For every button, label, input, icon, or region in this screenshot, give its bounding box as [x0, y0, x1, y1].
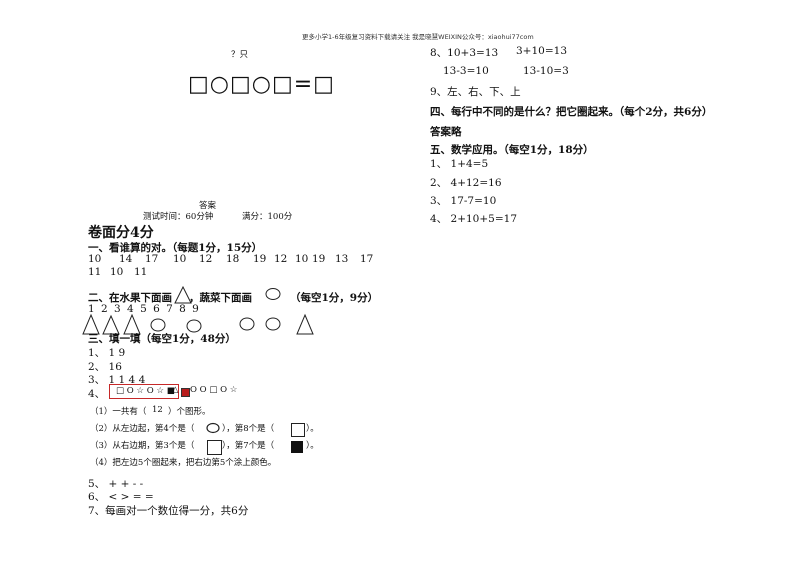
answer-cell: 13 — [335, 253, 349, 265]
section3-line6: 6、 < > = = — [88, 491, 154, 503]
answer-8a: 8、10+3=13 — [430, 47, 499, 59]
sub3-middle: ），第7个是（ — [222, 441, 275, 451]
sub2-prefix: （2）从左边起，第4个是（ — [90, 424, 195, 434]
sequence-triangle: △ — [172, 385, 179, 395]
red-square-icon — [181, 388, 190, 397]
section3-title: 三、填一填（每空1分，48分） — [88, 333, 236, 345]
section2-title-b: ，蔬菜下面画 — [189, 292, 252, 304]
circle-icon — [186, 319, 202, 333]
answer-cell: 18 — [226, 253, 240, 265]
answer-8c: 13-3=10 — [443, 65, 489, 77]
section5-answer1: 1、 1+4=5 — [430, 158, 489, 170]
answer-cell: 17 — [360, 253, 374, 265]
section4-title: 四、每行中不同的是什么？把它圈起来。（每个2分，共6分） — [430, 106, 713, 118]
triangle-icon — [123, 313, 141, 335]
section2-title-c: （每空1分，9分） — [290, 292, 379, 304]
answer-cell: 19 — [253, 253, 267, 265]
answer-8d: 13-10=3 — [523, 65, 569, 77]
test-time: 测试时间：60分钟 — [143, 212, 214, 222]
section3-line3: 3、 1 1 4 4 — [88, 374, 146, 386]
triangle-icon — [82, 313, 100, 335]
circle-icon — [265, 317, 281, 331]
square-icon — [207, 440, 222, 455]
answer-cell: 10 — [295, 253, 309, 265]
section5-answer3: 3、 17-7=10 — [430, 195, 497, 207]
section5-answer2: 2、 4+12=16 — [430, 177, 502, 189]
answer-cell: 12 — [274, 253, 288, 265]
sub2-middle: ），第8个是（ — [222, 424, 275, 434]
answer-8b: 3+10=13 — [516, 45, 567, 57]
answer-9: 9、左、右、下、上 — [430, 86, 521, 98]
circle-icon — [206, 422, 220, 434]
section2-title-a: 二、在水果下面画 — [88, 292, 172, 304]
sub4-text: （4）把左边5个圈起来，把右边第5个涂上颜色。 — [90, 458, 277, 468]
section3-line5: 5、 + + - - — [88, 478, 144, 490]
section1-title: 一、看谁算的对。（每题1分，15分） — [88, 242, 263, 254]
triangle-icon — [296, 313, 314, 335]
full-score: 满分：100分 — [242, 212, 293, 222]
section2-digits: 1 2 3 4 5 6 7 8 9 — [88, 303, 199, 315]
neatness-score: 卷面分4分 — [88, 225, 154, 241]
triangle-icon — [174, 286, 192, 304]
section4-answer: 答案略 — [430, 126, 462, 138]
answer-cell: 10 — [88, 253, 102, 265]
boxed-sequence: □ O ☆ O ☆ ■ — [109, 384, 179, 399]
answer-cell: 10 — [110, 266, 124, 278]
section5-title: 五、数学应用。（每空1分，18分） — [430, 144, 594, 156]
page-header: 更多小学1-6年级复习资料下载请关注 我是晓慧WEIXIN公众号：xiaohui… — [302, 33, 534, 41]
triangle-icon — [102, 314, 120, 335]
circle-icon — [265, 288, 281, 300]
answer-cell: 19 — [312, 253, 326, 265]
sub1-suffix: ）个图形。 — [168, 407, 211, 417]
sub2-suffix: ）。 — [306, 424, 319, 434]
section3-line2: 2、 16 — [88, 361, 122, 373]
sub1-value: 12 — [152, 405, 163, 415]
question-unit: ？只 — [231, 50, 249, 60]
answer-cell: 11 — [134, 266, 148, 278]
section5-answer4: 4、 2+10+5=17 — [430, 213, 517, 225]
sequence-tail: O O □ O ☆ — [190, 385, 238, 395]
section3-line7: 7、每画对一个数位得一分，共6分 — [88, 505, 249, 517]
square-icon — [291, 423, 305, 437]
answer-cell: 10 — [173, 253, 187, 265]
circle-icon — [150, 318, 166, 332]
section3-line4: 4、 — [88, 388, 106, 400]
sub3-suffix: ）。 — [306, 441, 319, 451]
sub3-prefix: （3）从右边期，第3个是（ — [90, 441, 195, 451]
shape-equation: □○□○□=□ — [188, 72, 335, 97]
section2-shapes — [82, 313, 314, 335]
answer-cell: 12 — [199, 253, 213, 265]
section3-line1: 1、 1 9 — [88, 347, 126, 359]
answer-cell: 14 — [119, 253, 133, 265]
answers-title: 答案 — [199, 201, 217, 211]
answer-cell: 17 — [145, 253, 159, 265]
answer-cell: 11 — [88, 266, 102, 278]
circle-icon — [239, 317, 255, 331]
sub1-prefix: （1）一共有（ — [90, 407, 147, 417]
filled-square-icon — [291, 441, 303, 453]
